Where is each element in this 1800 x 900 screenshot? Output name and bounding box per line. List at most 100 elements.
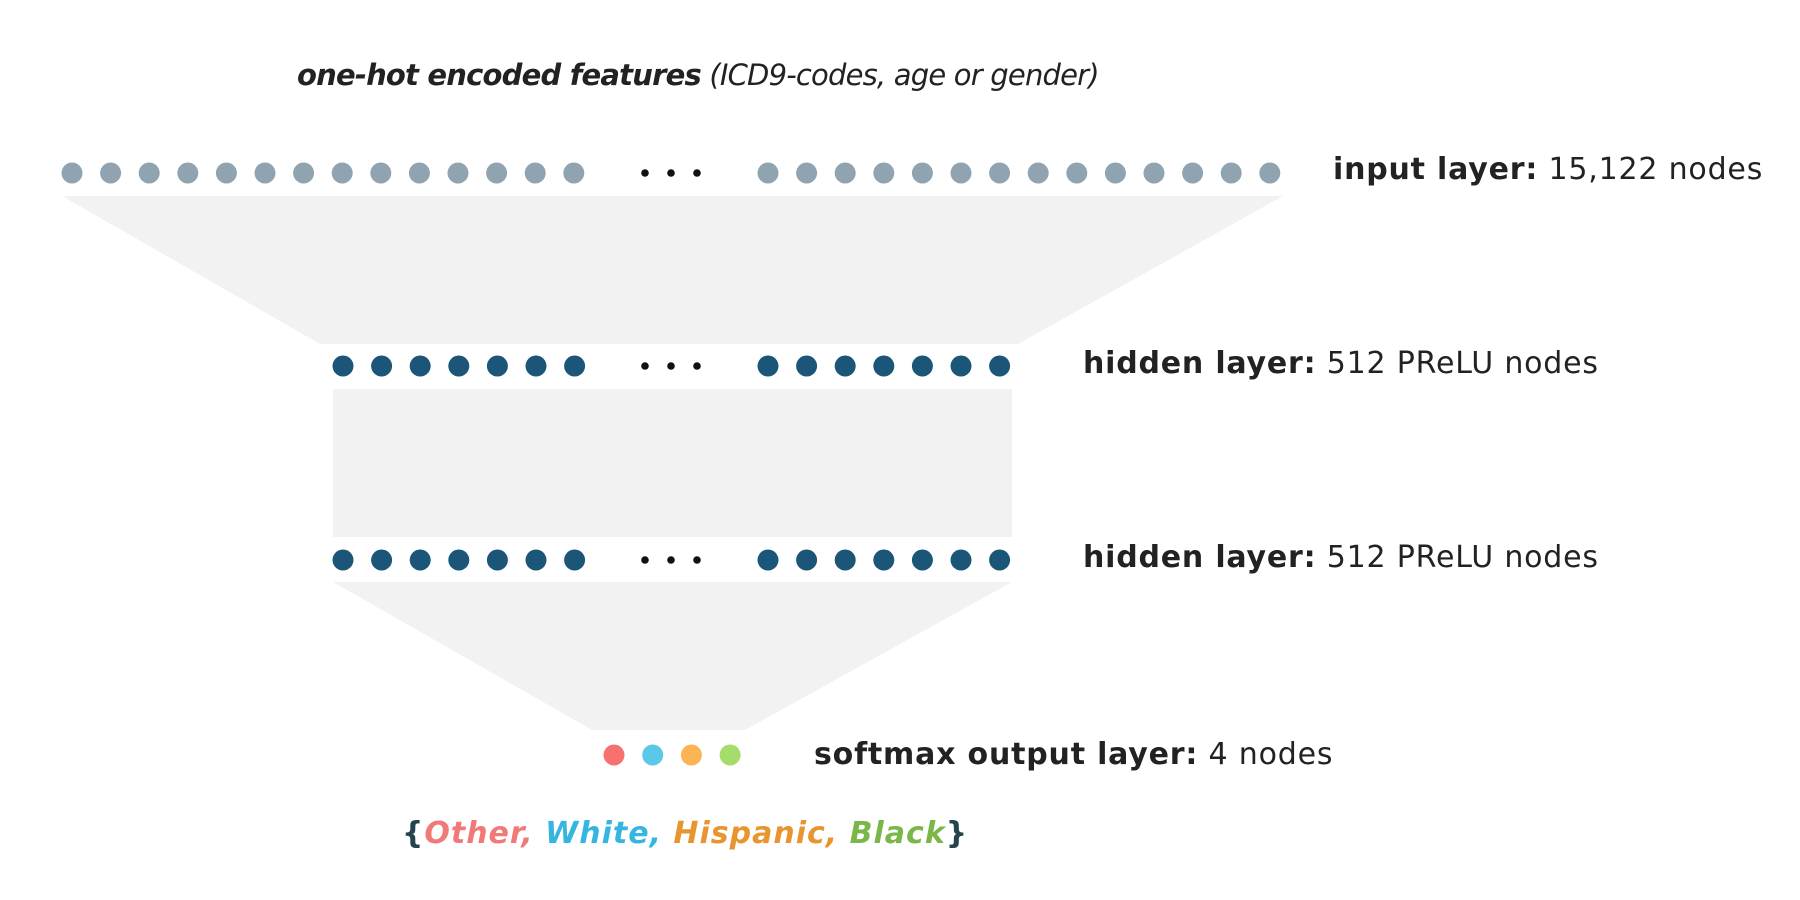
ellipsis-dot — [693, 556, 701, 564]
hidden-node — [796, 355, 818, 377]
input-layer-key: input layer: — [1333, 152, 1539, 187]
class-white: White — [545, 816, 650, 851]
hidden-node — [371, 549, 393, 571]
input-node — [1143, 162, 1165, 184]
input-node — [486, 162, 508, 184]
input-node — [911, 162, 933, 184]
connector-hidden-to-hidden — [333, 389, 1012, 537]
hidden-layer-2-label: hidden layer: 512 PReLU nodes — [1083, 543, 1599, 573]
output-node-other — [603, 744, 625, 766]
hidden-node — [409, 549, 431, 571]
class-black: Black — [849, 816, 946, 851]
hidden-node — [950, 355, 972, 377]
input-layer-detail: 15,122 nodes — [1548, 152, 1764, 187]
output-classes: {Other, White, Hispanic, Black} — [402, 816, 968, 851]
ellipsis-dot — [641, 169, 649, 177]
connector-input-to-hidden — [62, 196, 1283, 344]
input-node — [1259, 162, 1281, 184]
input-node — [950, 162, 972, 184]
features-caption: one-hot encoded features (ICD9-codes, ag… — [297, 58, 1100, 92]
ellipsis-dot — [693, 169, 701, 177]
input-node — [215, 162, 237, 184]
hidden-node — [332, 549, 354, 571]
class-other: Other — [424, 816, 522, 851]
hidden-node — [873, 549, 895, 571]
layer-connectors — [62, 196, 1283, 730]
ellipsis-dot — [667, 169, 675, 177]
hidden-node — [564, 355, 586, 377]
input-layer-label: input layer: 15,122 nodes — [1333, 155, 1763, 185]
output-node-white — [642, 744, 664, 766]
hidden-node — [796, 549, 818, 571]
input-node — [563, 162, 585, 184]
hidden-node — [564, 549, 586, 571]
class-separator: , — [649, 816, 674, 851]
input-node — [331, 162, 353, 184]
hidden-node — [911, 549, 933, 571]
hidden-node — [989, 355, 1011, 377]
layer-nodes — [61, 162, 1281, 766]
input-node — [1220, 162, 1242, 184]
input-node — [1182, 162, 1204, 184]
connector-hidden-to-output — [333, 582, 1012, 730]
hidden-node — [486, 355, 508, 377]
hidden-node — [448, 549, 470, 571]
input-node — [138, 162, 160, 184]
output-layer-key: softmax output layer: — [814, 737, 1199, 772]
ellipsis-dot — [693, 362, 701, 370]
hidden-node — [525, 355, 547, 377]
hidden-node — [757, 355, 779, 377]
input-node — [408, 162, 430, 184]
class-separator: , — [521, 816, 546, 851]
hidden-node — [989, 549, 1011, 571]
brace-open: { — [402, 816, 425, 851]
input-node — [1066, 162, 1088, 184]
input-node — [293, 162, 315, 184]
features-emphasis: one-hot encoded features — [297, 58, 702, 92]
hidden-layer-1-key: hidden layer: — [1083, 346, 1317, 381]
input-node — [1027, 162, 1049, 184]
hidden-node — [525, 549, 547, 571]
ellipsis-dot — [667, 556, 675, 564]
class-separator: , — [825, 816, 850, 851]
hidden-node — [834, 355, 856, 377]
hidden-layer-2-key: hidden layer: — [1083, 540, 1317, 575]
ellipsis-dot — [641, 362, 649, 370]
output-layer-label: softmax output layer: 4 nodes — [814, 740, 1333, 770]
output-layer-detail: 4 nodes — [1208, 737, 1334, 772]
hidden-layer-2-detail: 512 PReLU nodes — [1326, 540, 1599, 575]
input-node — [61, 162, 83, 184]
input-node — [834, 162, 856, 184]
hidden-node — [834, 549, 856, 571]
hidden-node — [950, 549, 972, 571]
hidden-node — [757, 549, 779, 571]
output-node-black — [719, 744, 741, 766]
ellipsis-dot — [667, 362, 675, 370]
input-node — [873, 162, 895, 184]
features-detail: (ICD9-codes, age or gender) — [709, 58, 1099, 92]
input-node — [254, 162, 276, 184]
input-node — [796, 162, 818, 184]
input-node — [177, 162, 199, 184]
input-node — [757, 162, 779, 184]
hidden-layer-1-label: hidden layer: 512 PReLU nodes — [1083, 349, 1599, 379]
input-node — [1104, 162, 1126, 184]
hidden-node — [409, 355, 431, 377]
hidden-node — [371, 355, 393, 377]
input-node — [447, 162, 469, 184]
input-node — [100, 162, 122, 184]
hidden-node — [873, 355, 895, 377]
class-hispanic: Hispanic — [673, 816, 826, 851]
ellipsis-dot — [641, 556, 649, 564]
input-node — [989, 162, 1011, 184]
hidden-node — [486, 549, 508, 571]
hidden-node — [448, 355, 470, 377]
hidden-layer-1-detail: 512 PReLU nodes — [1326, 346, 1599, 381]
input-node — [370, 162, 392, 184]
output-node-hispanic — [680, 744, 702, 766]
brace-close: } — [945, 816, 969, 851]
hidden-node — [911, 355, 933, 377]
input-node — [524, 162, 546, 184]
hidden-node — [332, 355, 354, 377]
